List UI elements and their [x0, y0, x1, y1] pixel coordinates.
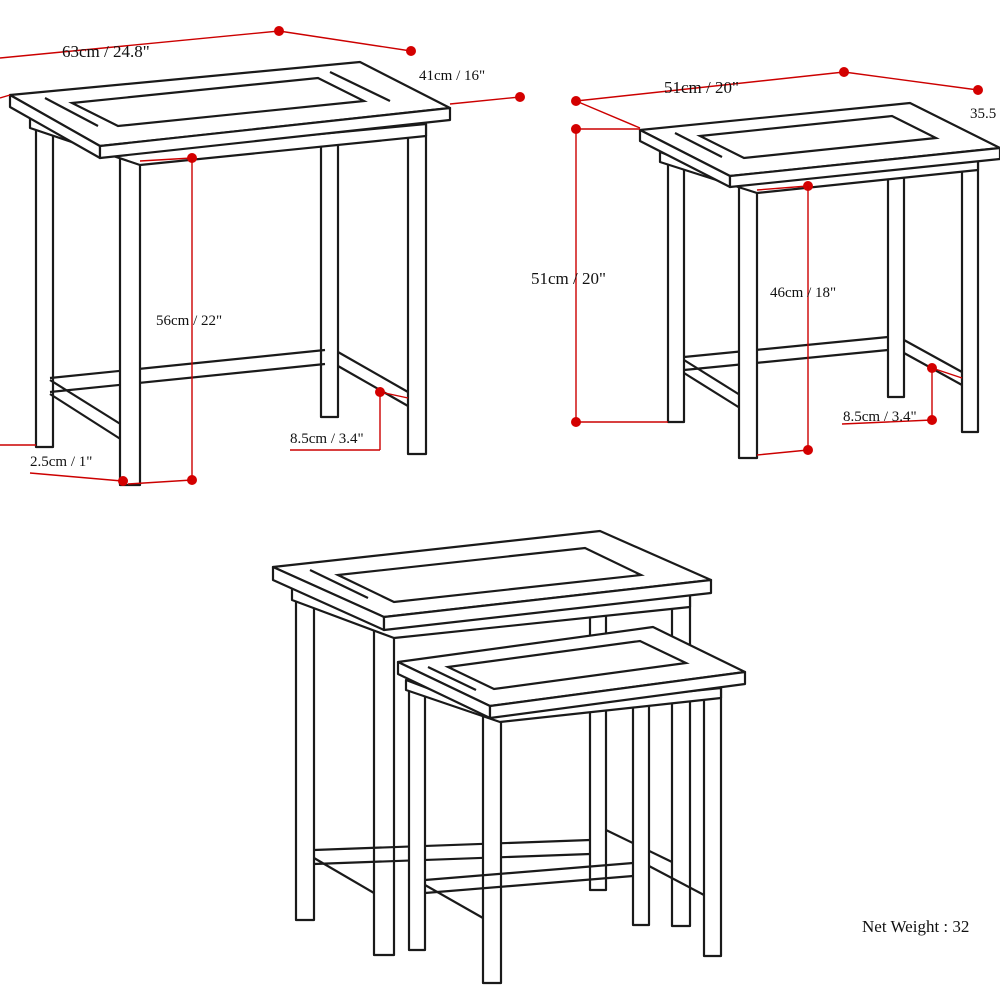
large-back-right-leg — [319, 140, 340, 419]
nested-small-right-stretcher — [648, 865, 705, 896]
large-height-bottom-leader — [127, 479, 193, 485]
small-height-label: 46cm / 18" — [770, 285, 836, 301]
large-right-side-stretcher-lower — [337, 365, 409, 407]
nested-small-left-leg — [407, 680, 427, 952]
small-width-dimension-line — [575, 71, 845, 102]
nested-small-side-stretcher — [424, 884, 484, 919]
small-back-left-leg — [666, 158, 686, 424]
small-front-left-leg — [737, 181, 759, 460]
nested-large-stretcher — [313, 838, 591, 852]
nested-large-top-inset — [334, 546, 645, 604]
nested-small-top-inset — [444, 639, 690, 691]
nested-small-stretcher — [424, 861, 634, 882]
large-table-dimensions — [0, 26, 525, 486]
dimension-dot — [118, 476, 128, 486]
large-width-dimension-line — [0, 30, 280, 59]
dimension-dot — [973, 85, 983, 95]
small-side-stretcher-lower — [683, 372, 741, 409]
large-side-stretcher-lower — [49, 393, 123, 441]
nested-small-stretcher-lower — [424, 874, 634, 895]
large-back-stretcher — [49, 348, 326, 380]
nested-small-top-edge-front — [488, 670, 747, 720]
large-depth-dimension-line — [278, 30, 412, 52]
nested-large-left-leg — [294, 588, 316, 922]
large-depth-leader — [449, 96, 521, 105]
large-back-stretcher-lower — [49, 362, 326, 394]
large-side-stretcher — [49, 379, 123, 426]
small-top-edge-front — [728, 146, 1000, 189]
nested-large-stretcher-lower — [313, 852, 591, 866]
large-top-plank-line — [44, 97, 99, 127]
nested-small-back-right-leg — [631, 698, 651, 927]
nested-small-front-right-leg — [702, 682, 723, 958]
large-apron-leader — [379, 391, 409, 399]
large-leg-underline — [29, 472, 123, 482]
small-apron-underline — [841, 419, 933, 425]
large-front-left-leg — [118, 153, 142, 487]
large-top-edge-front — [98, 106, 452, 160]
nested-small-front-left-leg — [481, 706, 503, 985]
small-width-label: 51cm / 20" — [664, 78, 739, 97]
large-top-plank-line-right — [329, 71, 391, 102]
nested-large-front-left-leg — [372, 613, 396, 957]
dimension-dot — [406, 46, 416, 56]
nested-large-top-edge-front — [382, 578, 713, 632]
large-depth-label: 41cm / 16" — [419, 68, 485, 84]
small-table-drawing — [638, 101, 1000, 460]
small-front-right-leg — [960, 158, 980, 434]
small-top-inset-panel — [696, 114, 940, 160]
small-height-top-leader — [756, 185, 809, 191]
small-back-right-leg — [886, 170, 906, 399]
nested-small-top-plank-line — [427, 666, 477, 691]
large-height-top-leader — [139, 157, 193, 162]
large-width-leader — [0, 94, 11, 99]
large-apron-label: 8.5cm / 3.4" — [290, 431, 364, 447]
small-depth-label: 35.5 — [970, 106, 996, 122]
nested-tables-drawing — [271, 529, 747, 985]
large-top-inset-panel — [68, 76, 368, 128]
large-right-side-stretcher — [337, 351, 409, 393]
large-back-left-leg — [34, 123, 55, 449]
small-apron-label: 8.5cm / 3.4" — [843, 409, 917, 425]
large-leg-label: 2.5cm / 1" — [30, 454, 92, 470]
small-height-bottom-leader — [756, 449, 809, 456]
small-back-stretcher-lower — [683, 348, 889, 372]
small-top-plank-line — [674, 132, 723, 158]
large-height-label: 56cm / 22" — [156, 313, 222, 329]
small-width-leader — [575, 100, 641, 129]
small-back-stretcher — [683, 335, 889, 359]
net-weight-label: Net Weight : 32 — [862, 917, 969, 936]
small-depth-dimension-line — [843, 71, 979, 91]
large-front-right-leg — [406, 122, 428, 456]
small-side-stretcher — [683, 359, 741, 396]
large-table-drawing — [8, 60, 452, 487]
dimension-dot — [515, 92, 525, 102]
large-width-label: 63cm / 24.8" — [62, 42, 150, 61]
small-apron-leader — [931, 367, 963, 379]
nested-large-top-plank-line — [309, 569, 369, 599]
nested-large-side-stretcher — [313, 857, 375, 894]
small-right-side-stretcher — [903, 339, 963, 373]
small-overall-height-label: 51cm / 20" — [531, 269, 606, 288]
small-table-dimensions — [571, 67, 983, 456]
